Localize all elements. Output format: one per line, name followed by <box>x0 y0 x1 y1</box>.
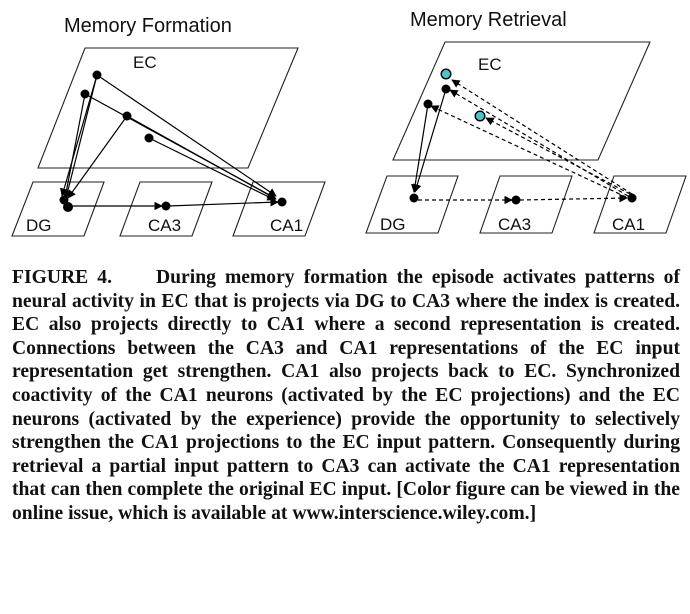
retrieval-ca3-plane <box>479 175 573 234</box>
formation-ec-plane <box>37 47 299 169</box>
formation-ca1-plane <box>232 181 326 237</box>
ec-retrieved-neuron <box>474 110 486 122</box>
ec-to-ca1-arrow <box>148 137 276 201</box>
memory-retrieval-panel: Memory Retrieval EC DG CA3 CA1 <box>365 9 687 234</box>
ca3-to-ca1-arrow <box>519 193 628 203</box>
ec-neuron <box>441 84 451 94</box>
formation-title: Memory Formation <box>64 15 232 37</box>
ec-neuron <box>144 133 154 143</box>
ec-to-dg-arrow <box>60 74 98 197</box>
formation-dg-label: DG <box>26 216 52 235</box>
ec-to-ca1-arrow <box>126 115 277 200</box>
formation-ca3-label: CA3 <box>148 216 181 235</box>
figure-label: FIGURE 4. <box>12 267 112 288</box>
ec-retrieved-neuron <box>440 68 452 80</box>
ec-to-dg-arrow <box>63 74 98 199</box>
formation-ec-label: EC <box>133 53 157 72</box>
ec-to-dg-arrow <box>411 103 429 193</box>
ec-to-dg-arrow <box>67 115 128 199</box>
retrieval-ec-plane <box>392 41 651 161</box>
dg-neuron <box>63 202 73 212</box>
retrieval-title: Memory Retrieval <box>410 9 567 31</box>
ca3-neuron <box>511 195 521 205</box>
dg-neuron <box>409 193 419 203</box>
retrieval-ca3-label: CA3 <box>498 215 531 234</box>
retrieval-ca1-label: CA1 <box>612 215 645 234</box>
retrieval-dg-label: DG <box>380 215 406 234</box>
ca1-to-ec-arrow <box>451 79 633 195</box>
ca3-to-ca1-arrow <box>167 198 279 207</box>
ca1-to-ec-arrow <box>430 105 627 198</box>
caption-text: During memory formation the episode acti… <box>12 267 680 524</box>
ec-neuron <box>122 111 132 121</box>
ec-to-dg-arrow <box>413 88 447 193</box>
dg-neuron <box>59 195 69 205</box>
ca3-neuron <box>161 201 171 211</box>
ec-to-dg-arrow <box>62 93 86 199</box>
formation-ca1-label: CA1 <box>270 216 303 235</box>
ec-neuron <box>92 70 102 80</box>
ec-neuron <box>423 99 433 109</box>
retrieval-ec-label: EC <box>478 55 502 74</box>
formation-dg-plane <box>11 181 105 237</box>
hippocampus-diagram: Memory Formation EC DG CA3 CA1 <box>11 9 687 237</box>
ec-neuron <box>80 89 90 99</box>
retrieval-dg-plane <box>365 175 459 234</box>
memory-formation-panel: Memory Formation EC DG CA3 CA1 <box>11 15 326 237</box>
ca1-neuron <box>627 193 637 203</box>
retrieval-ca1-plane <box>593 175 687 234</box>
ec-to-ca1-arrow <box>96 74 277 197</box>
ca1-neuron <box>277 197 287 207</box>
ca1-to-ec-arrow <box>485 117 631 195</box>
figure-caption: FIGURE 4.During memory formation the epi… <box>12 266 680 526</box>
